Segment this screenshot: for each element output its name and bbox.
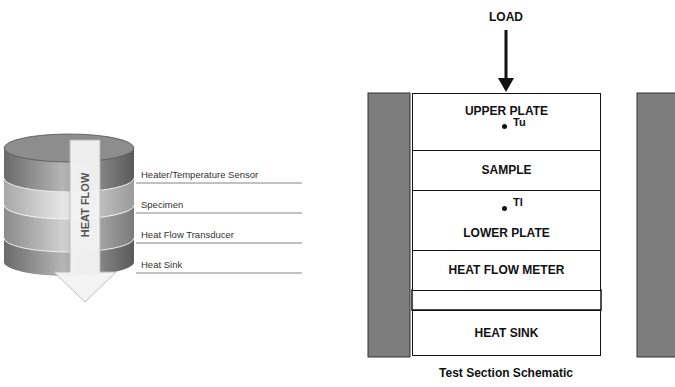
spacer-plate bbox=[412, 290, 601, 310]
cylinder-stack bbox=[4, 134, 134, 276]
box-title: HEAT SINK bbox=[413, 326, 600, 340]
caption: Test Section Schematic bbox=[439, 366, 573, 380]
layer-label: Specimen bbox=[141, 199, 183, 210]
upper-plate-box: UPPER PLATETu bbox=[412, 93, 601, 151]
layer-label: Heat Flow Transducer bbox=[141, 229, 234, 240]
heat-flow-arrow bbox=[54, 140, 116, 302]
layer-label: Heater/Temperature Sensor bbox=[141, 169, 258, 180]
sensor-dot bbox=[502, 206, 507, 211]
side-bar bbox=[637, 93, 675, 357]
box-title: UPPER PLATE bbox=[413, 104, 600, 118]
heat-flow-meter-box: HEAT FLOW METER bbox=[412, 250, 601, 291]
sample-box: SAMPLE bbox=[412, 150, 601, 191]
heat-sink-box: HEAT SINK bbox=[412, 310, 601, 356]
side-bar bbox=[368, 93, 410, 357]
load-arrowhead bbox=[498, 78, 514, 92]
box-title: HEAT FLOW METER bbox=[413, 263, 600, 277]
sensor-dot bbox=[502, 124, 507, 129]
layer-label: Heat Sink bbox=[141, 259, 182, 270]
lower-plate-box: TlLOWER PLATE bbox=[412, 190, 601, 251]
sensor-label: Tu bbox=[513, 115, 526, 129]
load-label: LOAD bbox=[489, 10, 523, 24]
sensor-label: Tl bbox=[513, 195, 523, 209]
leader-lines bbox=[136, 183, 302, 273]
box-title: LOWER PLATE bbox=[413, 226, 600, 240]
load-arrow bbox=[505, 30, 508, 80]
box-title: SAMPLE bbox=[413, 163, 600, 177]
heat-flow-label: HEAT FLOW bbox=[79, 173, 91, 238]
